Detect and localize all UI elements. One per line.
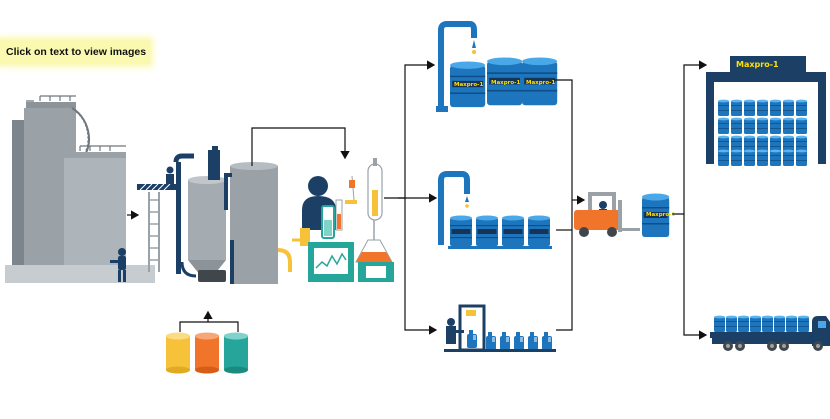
warehouse: Maxpro-1 (706, 56, 826, 166)
warehouse-sign: Maxpro-1 (736, 60, 779, 69)
barrel-1 (450, 215, 472, 246)
arrow-distillation-to-lab (251, 127, 350, 166)
arrow-to-drum-filling (384, 60, 436, 199)
truck-drums (714, 315, 809, 332)
additive-cylinders (166, 332, 248, 374)
lab-quality-control (292, 158, 394, 282)
arrow-to-warehouse (672, 60, 708, 215)
barrel-filling-station (438, 171, 552, 249)
barrel-3 (502, 215, 524, 246)
tank-base (5, 265, 155, 283)
delivery-truck (710, 315, 830, 351)
barrel-4 (528, 215, 550, 246)
arrow-to-truck (683, 214, 708, 340)
drum-label: Maxpro-1 (526, 80, 555, 86)
distillation-unit (137, 146, 292, 284)
worker-icon (110, 248, 126, 282)
tank-right (64, 158, 126, 270)
storage-tanks (5, 95, 155, 283)
drum-label: Maxpro-1 (646, 212, 675, 218)
drum-label: Maxpro-1 (491, 80, 520, 86)
operator-icon (166, 166, 174, 184)
arrow-additives-to-distillation (179, 312, 239, 332)
can-filling-station (444, 304, 556, 352)
stacked-drums (718, 99, 807, 166)
view-images-hint[interactable]: Click on text to view images (0, 40, 150, 64)
forklift: Maxpro-1 (574, 192, 675, 237)
drum-filling-station: Maxpro-1 Maxpro-1 Maxpro-1 (436, 21, 558, 112)
drum-label: Maxpro-1 (454, 82, 483, 88)
barrel-2 (476, 215, 498, 246)
join-line (554, 79, 573, 331)
arrow-to-can-filling (404, 198, 438, 335)
